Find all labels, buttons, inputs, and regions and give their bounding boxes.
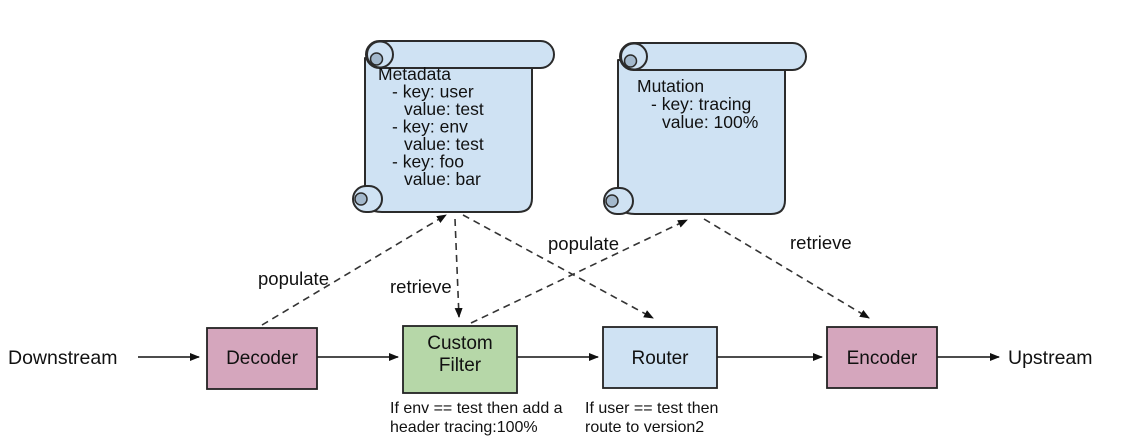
metadata-line-5: - key: foo [392,152,464,172]
router-node: Router [602,326,718,389]
mutation-line-1: - key: tracing [651,94,751,114]
decoder-label: Decoder [226,348,298,369]
edge-label-populate-right: populate [548,233,619,254]
encoder-box [826,326,938,389]
router-note-line2: route to version2 [585,419,704,436]
custom-filter-label-line1: Custom [427,333,492,354]
edge-label-retrieve-right: retrieve [790,232,852,253]
mutation-scroll-top-curl-inner [623,54,638,68]
custom-filter-label-line2: Filter [439,355,482,376]
metadata-line-6: value: bar [404,169,481,189]
decoder-node: Decoder [206,327,318,390]
metadata-line-2: value: test [404,99,484,119]
custom-filter-note-line2: header tracing:100% [390,419,538,436]
metadata-title: Metadata [378,64,451,84]
edge-populate-custom-filter-to-mutation [470,219,688,324]
metadata-line-1: - key: user [392,82,474,102]
mutation-line-2: value: 100% [662,112,758,132]
downstream-label: Downstream [8,347,117,369]
edge-retrieve-metadata-to-custom-filter [454,218,463,318]
router-label: Router [631,348,689,369]
mutation-scroll: Mutation - key: tracing value: 100% [603,42,807,215]
custom-filter-box [402,325,518,394]
metadata-line-3: - key: env [392,117,468,137]
metadata-scroll-top-curl-inner [369,52,384,66]
edge-label-retrieve-left: retrieve [390,276,452,297]
metadata-line-4: value: test [404,134,484,154]
custom-filter-note-line1: If env == test then add a [390,400,563,417]
encoder-label: Encoder [847,348,918,369]
metadata-scroll: Metadata - key: user value: test - key: … [352,40,555,213]
encoder-node: Encoder [826,326,938,389]
mutation-scroll-bottom-curl-inner [605,194,619,208]
mutation-title: Mutation [637,76,704,96]
edge-label-populate-left: populate [258,268,329,289]
router-note-line1: If user == test then [585,400,718,417]
edge-retrieve-metadata-to-router [462,214,654,319]
decoder-box [206,327,318,390]
custom-filter-node: Custom Filter [402,325,518,394]
edge-retrieve-mutation-to-encoder [703,218,870,319]
upstream-label: Upstream [1008,347,1093,369]
router-box [602,326,718,389]
metadata-scroll-bottom-curl-inner [354,192,368,206]
